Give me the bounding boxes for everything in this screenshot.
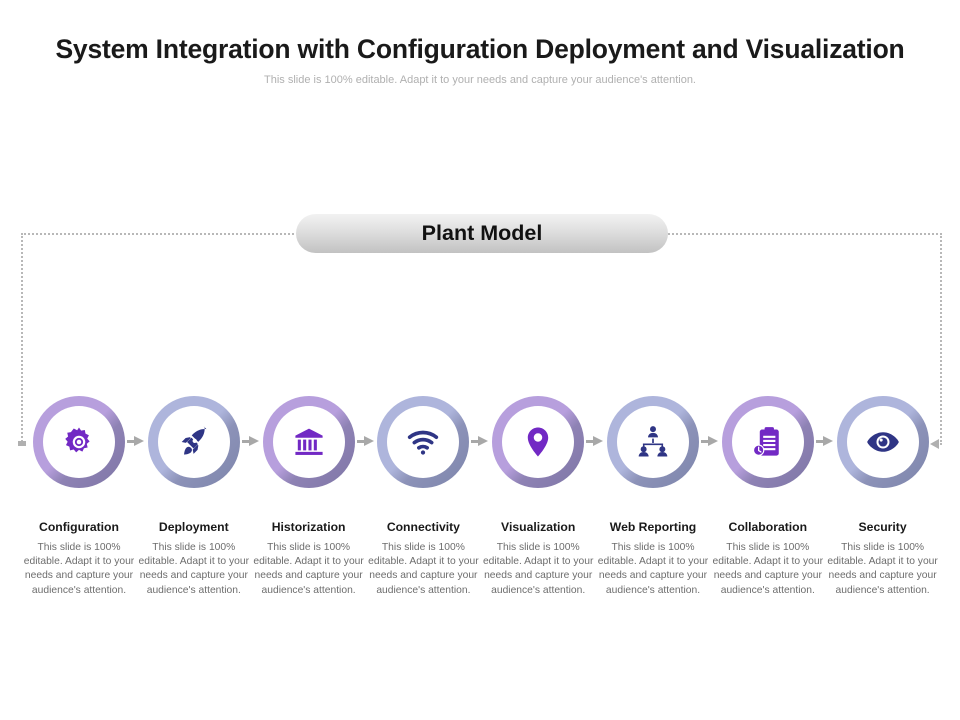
step-title: Connectivity [386,520,460,534]
map-pin-icon [516,420,560,464]
step-icon-ring[interactable] [147,396,240,488]
step-title: Visualization [501,520,576,534]
step-description: This slide is 100% editable. Adapt it to… [712,542,824,596]
step-icon-ring[interactable] [607,396,699,488]
step-description: This slide is 100% editable. Adapt it to… [482,542,594,596]
step-title: Deployment [158,520,229,534]
step-description: This slide is 100% editable. Adapt it to… [597,542,709,596]
step-icon-ring[interactable] [492,396,585,488]
step-title: Web Reporting [609,520,697,534]
step-icon-ring[interactable] [262,396,355,488]
gear-icon [57,420,101,464]
slide-subtitle: This slide is 100% editable. Adapt it to… [264,74,696,86]
step-title: Collaboration [728,520,808,534]
frame-left-terminator [18,441,26,446]
people-network-icon [631,420,675,464]
step-connector-arrow-icon [586,436,604,447]
step-icon-ring[interactable] [836,396,929,488]
step-icon-ring[interactable] [377,396,470,488]
bank-icon [287,420,331,464]
step-description: This slide is 100% editable. Adapt it to… [827,542,938,596]
step-description: This slide is 100% editable. Adapt it to… [368,542,479,596]
step-connector-arrow-icon [356,436,375,447]
frame-right-arrowhead-icon [930,439,939,449]
step-icon-ring[interactable] [721,396,814,488]
step-title: Configuration [39,520,119,534]
step-connector-arrow-icon [701,436,719,447]
step-connector-arrow-icon [241,436,260,447]
step-connector-arrow-icon [471,436,489,447]
step-description: This slide is 100% editable. Adapt it to… [253,542,364,596]
wifi-icon [401,420,445,464]
step-title: Security [858,520,907,534]
rocket-icon [172,420,216,464]
step-connector-arrow-icon [127,436,145,447]
step-title: Historization [271,520,346,534]
step-description: This slide is 100% editable. Adapt it to… [138,542,250,596]
step-connector-arrow-icon [815,436,834,447]
step-icon-ring[interactable] [33,396,125,488]
clipboard-clock-icon [746,420,790,464]
slide-title: System Integration with Configuration De… [55,34,905,64]
plant-model-banner[interactable]: Plant Model [296,214,668,253]
plant-model-label: Plant Model [421,221,543,245]
eye-icon [861,420,905,464]
step-description: This slide is 100% editable. Adapt it to… [23,542,135,596]
